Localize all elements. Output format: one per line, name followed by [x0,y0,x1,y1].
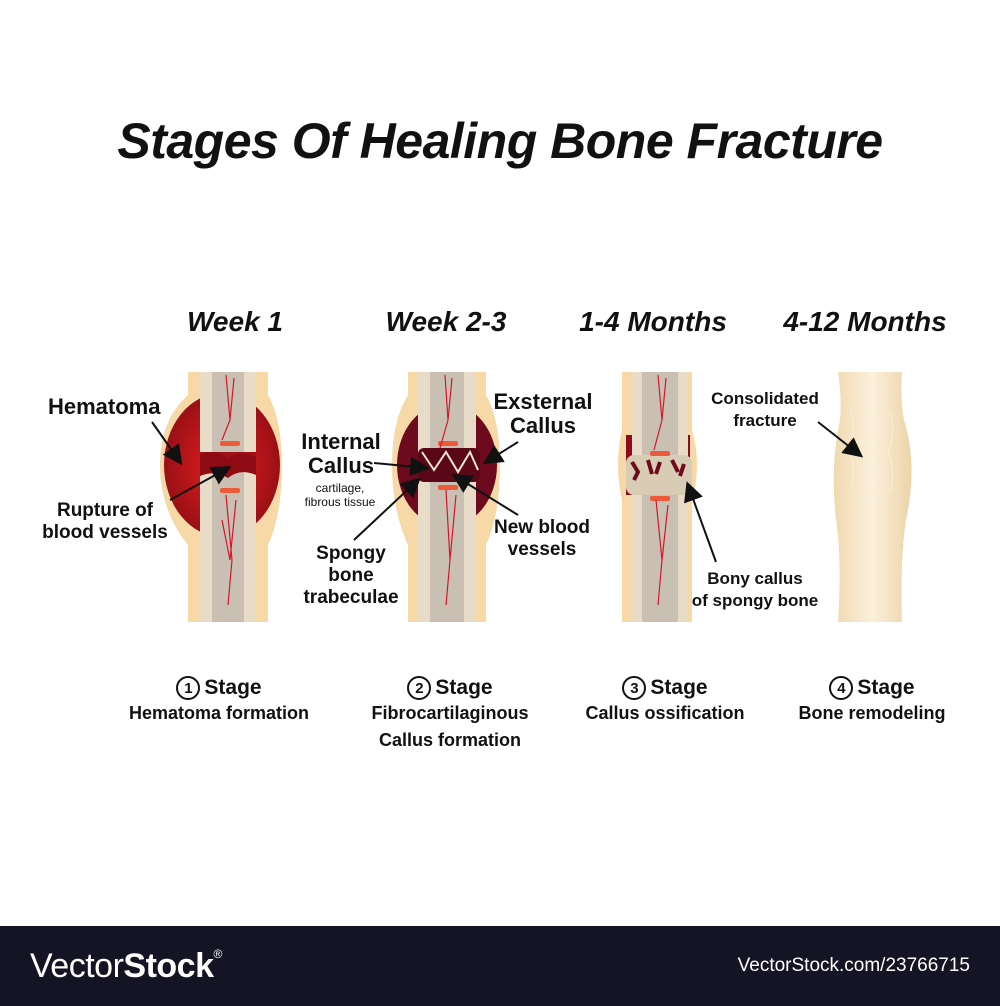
bone-stage-3 [618,372,697,622]
label-hematoma: Hematoma [48,394,161,419]
period-1-4-months: 1-4 Months [579,306,727,337]
stage-number-badge: 4 [829,676,854,700]
page-title: Stages Of Healing Bone Fracture [117,113,883,169]
period-week-1: Week 1 [187,306,283,337]
stage-number-badge: 2 [407,676,432,700]
bone-stage-1 [160,372,282,622]
bone-stage-4 [833,372,912,622]
period-4-12-months: 4-12 Months [783,306,947,337]
stage-number-badge: 1 [176,676,201,700]
stage-number-badge: 3 [622,676,647,700]
bone-stage-2 [392,372,500,622]
period-week-2-3: Week 2-3 [385,306,507,337]
label-internal-callus-note: cartilage,fibrous tissue [304,481,376,509]
brand-logo: VectorStock® [30,946,222,985]
watermark-footer: VectorStock® VectorStock.com/23766715 [0,926,1000,1006]
image-reference: VectorStock.com/23766715 [737,955,970,976]
